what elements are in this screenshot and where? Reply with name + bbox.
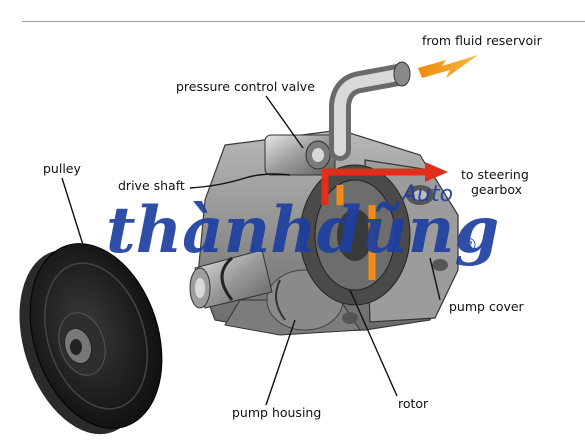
rotation-arrow <box>275 279 286 321</box>
watermark: thànhdũng Auto ® <box>106 182 499 268</box>
label-pressure-control-valve: pressure control valve <box>176 79 315 94</box>
drive-shaft <box>189 249 273 309</box>
valve-body <box>264 134 336 176</box>
label-drive-shaft: drive shaft <box>118 178 185 193</box>
watermark-sub: Auto <box>400 182 453 207</box>
watermark-brand: thànhdũng <box>106 193 499 268</box>
fluid-flow <box>321 162 448 280</box>
inlet-pipe <box>329 61 411 161</box>
label-pulley: pulley <box>43 161 81 176</box>
label-rotor: rotor <box>398 396 429 411</box>
label-from-fluid-reservoir: from fluid reservoir <box>422 33 542 48</box>
reservoir-arrow <box>418 55 478 78</box>
label-gearbox: gearbox <box>471 182 523 197</box>
watermark-registered: ® <box>460 235 478 256</box>
top-rule <box>22 21 585 22</box>
label-pump-housing: pump housing <box>232 405 322 420</box>
leader-lines <box>61 95 441 406</box>
label-to-steering: to steering <box>461 167 529 182</box>
pulley <box>19 243 163 435</box>
label-pump-cover: pump cover <box>449 299 524 314</box>
